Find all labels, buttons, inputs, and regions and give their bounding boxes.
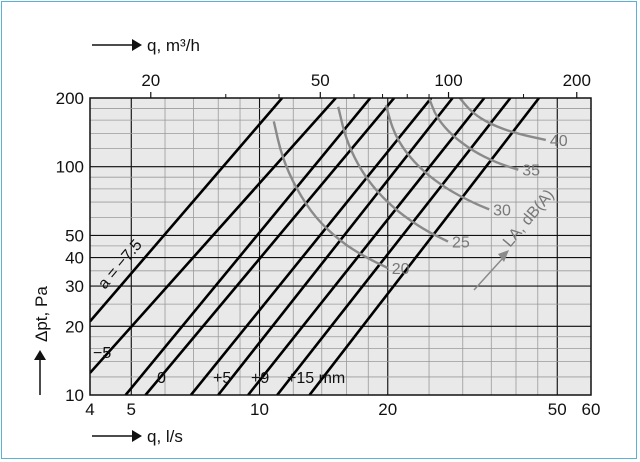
x-axis-title: q, l/s bbox=[92, 427, 183, 446]
sound-level-label: 35 bbox=[522, 163, 540, 180]
x2-tick-label: 20 bbox=[141, 71, 160, 90]
x2-axis-label: q, m³/h bbox=[147, 36, 200, 55]
x-tick-label: 5 bbox=[127, 400, 136, 419]
sound-level-label: 20 bbox=[392, 261, 410, 278]
series-line bbox=[189, 98, 433, 395]
y-tick-label: 200 bbox=[56, 89, 84, 108]
x2-axis-title: q, m³/h bbox=[92, 36, 200, 55]
series-line bbox=[124, 98, 372, 395]
x-tick-label: 60 bbox=[582, 400, 601, 419]
series-line bbox=[217, 98, 454, 395]
x2-tick-label: 200 bbox=[563, 71, 591, 90]
x-tick-label: 10 bbox=[250, 400, 269, 419]
sound-level-curve bbox=[384, 104, 490, 211]
x-tick-label: 4 bbox=[85, 400, 94, 419]
y-tick-label: 40 bbox=[65, 249, 84, 268]
label-plus-9: +9 bbox=[251, 370, 269, 387]
series-line bbox=[90, 98, 337, 374]
x-axis-ticks: 4 5 10 20 50 60 bbox=[85, 400, 600, 419]
series-line bbox=[308, 98, 541, 395]
sound-layer bbox=[272, 98, 547, 270]
y-tick-label: 30 bbox=[65, 277, 84, 296]
sound-level-curve bbox=[272, 121, 389, 270]
series-line bbox=[144, 98, 396, 395]
label-plus-15: +15 mm bbox=[287, 370, 345, 387]
y-axis-ticks: 10 20 30 40 50 100 200 bbox=[56, 89, 84, 405]
sound-level-curve bbox=[427, 98, 519, 171]
sound-level-label: 30 bbox=[493, 202, 511, 219]
y-tick-label: 100 bbox=[56, 158, 84, 177]
sound-level-label: 40 bbox=[550, 133, 568, 150]
x-tick-label: 20 bbox=[378, 400, 397, 419]
x2-tick-label: 100 bbox=[434, 71, 462, 90]
series-layer bbox=[90, 98, 541, 395]
y-tick-label: 50 bbox=[65, 226, 84, 245]
sound-level-curve bbox=[337, 106, 449, 243]
plot-border bbox=[89, 97, 592, 396]
label-zero: 0 bbox=[157, 370, 166, 387]
label-plus-5: +5 bbox=[213, 370, 231, 387]
series-line bbox=[90, 98, 284, 323]
y-axis-title: Δpt, Pa bbox=[32, 286, 51, 395]
y-tick-label: 10 bbox=[65, 386, 84, 405]
sound-level-curve bbox=[458, 98, 547, 142]
series-line bbox=[247, 98, 486, 395]
x-axis-label: q, l/s bbox=[147, 427, 183, 446]
x2-tick-label: 50 bbox=[311, 71, 330, 90]
x-tick-label: 50 bbox=[548, 400, 567, 419]
plot-area bbox=[90, 98, 591, 395]
label-minus-5: −5 bbox=[93, 345, 111, 362]
y-axis-label: Δpt, Pa bbox=[32, 286, 51, 342]
y-tick-label: 20 bbox=[65, 317, 84, 336]
series-line bbox=[276, 98, 512, 395]
x2-axis-ticks: 20 50 100 200 bbox=[141, 71, 591, 98]
sound-level-label: 25 bbox=[452, 235, 470, 252]
